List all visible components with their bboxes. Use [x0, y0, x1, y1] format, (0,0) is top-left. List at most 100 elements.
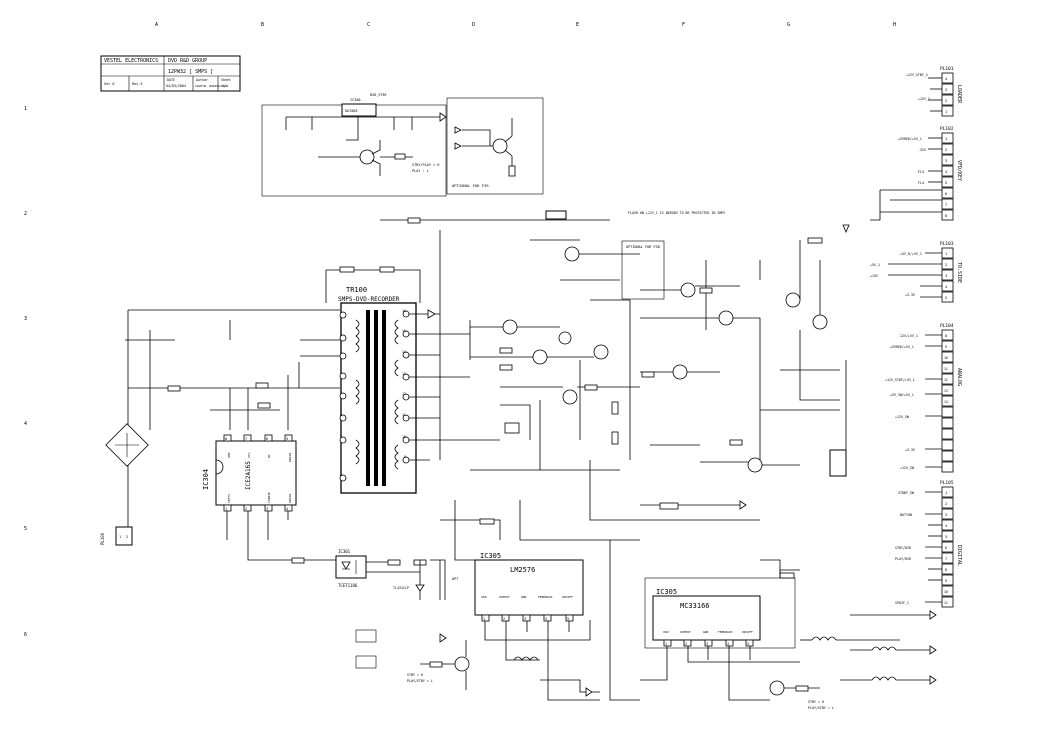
pl101-pin3: 3 [945, 88, 947, 92]
pl102-pin8: 8 [945, 214, 947, 218]
ic304-part: ICE2A165 [245, 461, 252, 490]
tr100-pin6: 6 [340, 413, 342, 417]
ic301-part: TCET1106 [338, 583, 358, 588]
ic304-pin6: 6 [266, 437, 268, 441]
tr100-pin10: 10 [402, 435, 406, 439]
grid-row-6: 6 [24, 632, 27, 638]
q311-transistor [785, 292, 801, 308]
ic304-controller: IC304 ICE2A165 8 7 6 5 1 2 3 4 SMO VCC N… [202, 434, 340, 561]
standby-regulator-section: OPTIONAL FOR F39 KA7805 IC300 STBY/PLAY … [261, 93, 544, 197]
grid-col-g: G [787, 22, 790, 28]
grid-row-2: 2 [24, 211, 27, 217]
q304-transistor [564, 246, 580, 262]
tr100-pin12: 12 [402, 392, 406, 396]
tr100-left-pins: 1 2 3 4 5 6 7 8 [339, 310, 347, 482]
ic304-top-pins: 8 7 6 5 [223, 434, 293, 442]
pl103-net-4: +15V [870, 274, 878, 278]
grid-col-h: H [893, 22, 896, 28]
tr100-pin14: 14 [402, 350, 406, 354]
pl100-connector [115, 526, 133, 546]
pl103-pin4: 4 [945, 285, 947, 289]
title-project: 12PW32 [ SMPS ] [168, 69, 213, 75]
connector-pl105: PL105 1 2 3 4 5 6 7 8 9 10 11 DIGITAL ST… [895, 480, 962, 608]
ic307-comparator [829, 449, 847, 477]
pl102-pin7: 7 [945, 203, 947, 207]
pl101-pin4: 4 [945, 77, 947, 81]
label-play-l-left: PLAY/STBY = L [407, 679, 433, 683]
pl102-pin3: 3 [945, 159, 947, 163]
ic302-shunt [415, 584, 425, 592]
pl104-pin13: 13 [944, 389, 948, 393]
q305-transistor [593, 344, 609, 360]
title-date-label: DATE [167, 78, 175, 82]
net-dvd-stby: DVD_STBY [370, 93, 388, 97]
pl105-pin9: 9 [945, 579, 947, 583]
grid-col-e: E [576, 22, 579, 28]
title-block: VESTEL ELECTRONICS DVD R&D GROUP 12PW32 … [100, 55, 241, 92]
q310-transistor [747, 457, 763, 473]
pl103-pin1: 1 [945, 252, 947, 256]
title-sheet: 1/1 [222, 84, 228, 88]
pl102-pin1: 1 [945, 137, 947, 141]
pl105-pin4: 4 [945, 524, 947, 528]
pl102-net-4: FL3 [918, 170, 924, 174]
q306-transistor [680, 282, 696, 298]
right-transistor-stages [640, 224, 850, 477]
pl105-pin6: 6 [945, 546, 947, 550]
ic305a-label-gnd: GND [521, 595, 527, 599]
tr100-pin16: 16 [402, 309, 406, 313]
optional-fsb-box [621, 240, 665, 300]
pl103-pin3: 3 [945, 274, 947, 278]
ic305b-label-onoff: ON/OFF [742, 630, 753, 634]
pl104-pins: 8 9 10 11 12 13 14 [941, 329, 954, 473]
pl103-net-3: +5V_1 [870, 263, 880, 267]
label-stby-h-left: STBY = H [407, 673, 423, 677]
ic304-pin1: 1 [225, 507, 227, 511]
pl100-ref: PL100 [100, 532, 105, 545]
pl102-pins: 1 2 3 4 5 6 7 8 [941, 132, 954, 221]
ic304-pin2: 2 [245, 507, 247, 511]
tr100-pin9: 9 [404, 455, 406, 459]
pl105-ref: PL105 [940, 480, 954, 486]
label-playstby-l: PLAY/STBY = L [808, 706, 834, 710]
label-stby-h: STBY = H [808, 700, 824, 704]
ic305a-label-output: OUTPUT [499, 595, 510, 599]
ic305b-ref: IC305 [656, 588, 677, 596]
title-date: 04/03/2004 [166, 84, 186, 88]
pl104-ref: PL104 [940, 323, 954, 329]
grid-col-f: F [682, 22, 685, 28]
pl103-net-5: +3.3V [905, 293, 915, 297]
connector-pl103: PL103 1 2 3 4 5 TO.SIDE +5V_D/+5V_1 +5V_… [870, 241, 962, 303]
pl105-net-3: BUTTON [900, 513, 912, 517]
pl104-pin12: 12 [944, 378, 948, 382]
title-company: VESTEL ELECTRONICS [104, 58, 158, 64]
pl105-pin10: 10 [944, 590, 948, 594]
title-ver: Ver 6 [104, 82, 115, 86]
grid-col-c: C [367, 22, 370, 28]
q307-transistor [492, 138, 508, 154]
tr100-name: SMPS-DVD-RECORDER [338, 296, 400, 303]
pl102-pin5: 5 [945, 181, 947, 185]
q312-transistor [769, 680, 785, 696]
pl102-pin2: 2 [945, 148, 947, 152]
ic305-mc33166: IC305 MC33166 1 2 3 4 5 VIN OUTPUT GND F… [640, 569, 937, 710]
ic305b-pin3: 3 [706, 642, 708, 646]
ic305a-pins: 1 2 3 4 5 [481, 614, 574, 622]
pl105-net-7: PLAY/DVD [895, 557, 911, 561]
ic304-label-isense: ISENSE [267, 492, 271, 503]
pl105-name: DIGITAL [956, 545, 962, 566]
tr100-pin8: 8 [340, 473, 342, 477]
r302-resistor [255, 382, 269, 389]
tr100-ref: TR100 [346, 286, 367, 294]
plus-5v-arrow [439, 112, 447, 122]
pl102-pin4: 4 [945, 170, 947, 174]
q300-transistor [359, 149, 375, 165]
ic305a-pin3: 3 [524, 617, 526, 621]
primary-section: 1 2 PL100 [100, 309, 340, 546]
pl104-pin14: 14 [944, 400, 948, 404]
connector-pl104: PL104 8 9 10 11 12 13 14 ANALOG -12V/+5V… [885, 323, 962, 473]
ic305a-part: LM2576 [510, 566, 535, 574]
ic305a-pin2: 2 [503, 617, 505, 621]
tr100-pin11: 11 [402, 413, 406, 417]
optional-fsb-label: OPTIONAL FOR FSB [626, 245, 660, 249]
